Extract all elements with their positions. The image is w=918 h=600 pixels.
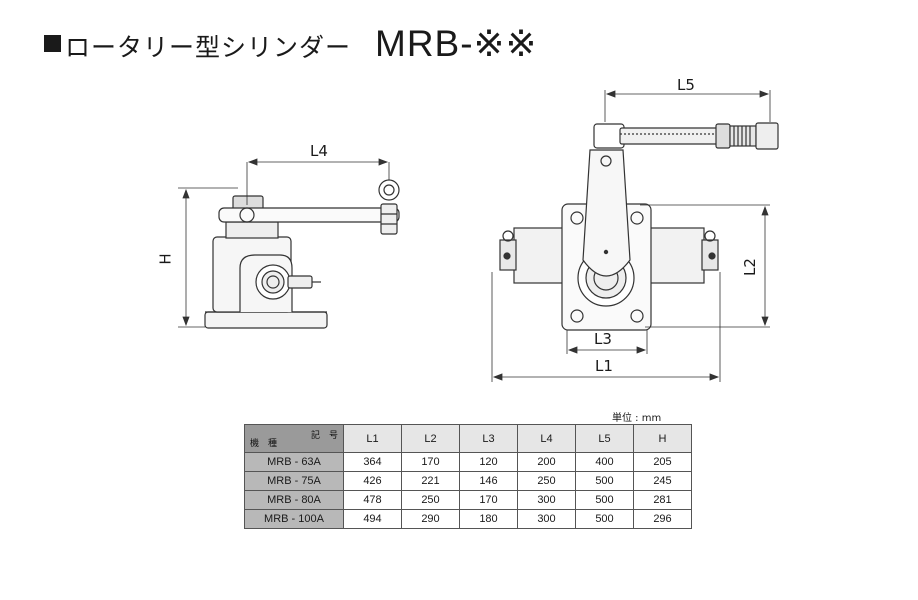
table-row: MRB - 75A 426 221 146 250 500 245 [244,471,692,491]
title-model: MRB-※※ [375,23,538,64]
table-row: MRB - 100A 494 290 180 300 500 296 [244,509,692,529]
table-header: L1 [343,424,402,453]
technical-drawing [178,90,779,382]
side-view [204,179,400,329]
table-cell: 250 [401,490,460,510]
table-cell: 170 [459,490,518,510]
page-title: ロータリー型シリンダー MRB-※※ [44,22,538,65]
table-header-row: 記 号 機 種 L1 L2 L3 L4 L5 H [244,424,692,453]
dim-h [178,187,238,328]
label-l2: L2 [740,258,759,276]
table-row: MRB - 63A 364 170 120 200 400 205 [244,452,692,472]
corner-bottom-label: 機 種 [250,438,278,448]
table-cell: 300 [517,490,576,510]
model-cell: MRB - 100A [244,509,344,529]
unit-label: 単位 : mm [612,413,662,424]
table-corner-cell: 記 号 機 種 [244,424,344,453]
label-l4: L4 [310,142,328,160]
table-cell: 494 [343,509,402,529]
table-row: MRB - 80A 478 250 170 300 500 281 [244,490,692,510]
table-cell: 500 [575,471,634,491]
dim-l2 [640,204,770,328]
model-cell: MRB - 63A [244,452,344,472]
table-cell: 296 [633,509,692,529]
table-cell: 245 [633,471,692,491]
table-cell: 170 [401,452,460,472]
table-cell: 290 [401,509,460,529]
table-cell: 200 [517,452,576,472]
table-cell: 250 [517,471,576,491]
table-header: L5 [575,424,634,453]
table-header: L2 [401,424,460,453]
table-cell: 364 [343,452,402,472]
title-square-marker [44,35,61,52]
dim-l5 [604,90,771,122]
model-cell: MRB - 80A [244,490,344,510]
table-header: L3 [459,424,518,453]
table-cell: 500 [575,509,634,529]
table-cell: 478 [343,490,402,510]
label-l5: L5 [677,76,695,94]
dim-l3 [566,330,648,354]
title-japanese: ロータリー型シリンダー [65,33,352,62]
dim-l4 [246,158,390,205]
table-cell: 281 [633,490,692,510]
corner-top-label: 記 号 [310,430,338,440]
table-cell: 221 [401,471,460,491]
label-l3: L3 [594,330,612,348]
dim-l1 [491,272,721,382]
table-cell: 120 [459,452,518,472]
table-cell: 500 [575,490,634,510]
table-cell: 146 [459,471,518,491]
table-cell: 300 [517,509,576,529]
model-cell: MRB - 75A [244,471,344,491]
table-cell: 426 [343,471,402,491]
table-cell: 400 [575,452,634,472]
top-view [499,122,779,331]
table-cell: 205 [633,452,692,472]
label-l1: L1 [595,357,613,375]
spec-table: 記 号 機 種 L1 L2 L3 L4 L5 H MRB - 63A 364 1… [244,424,692,529]
label-h: H [156,253,175,265]
table-cell: 180 [459,509,518,529]
table-header: L4 [517,424,576,453]
table-header: H [633,424,692,453]
